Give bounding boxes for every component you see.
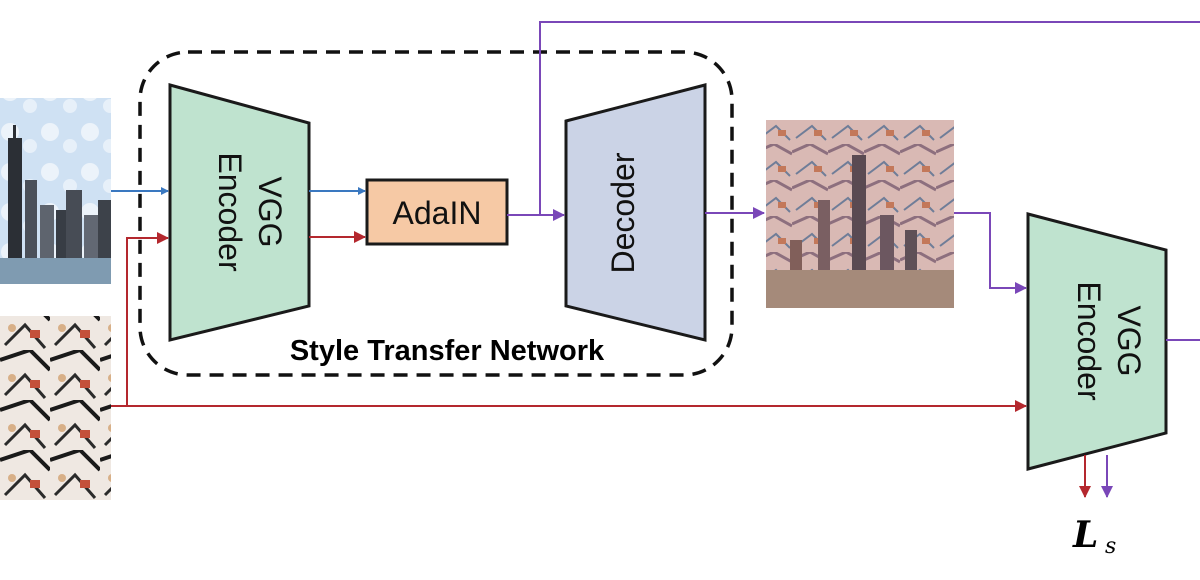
style-image <box>0 316 111 500</box>
content-image <box>0 98 111 284</box>
vgg-encoder-right-line1: VGG <box>1111 305 1147 376</box>
output-arrow-to-loss-encoder <box>954 212 1027 294</box>
adain-block <box>365 178 509 246</box>
style-transfer-network-label: Style Transfer Network <box>290 335 605 367</box>
vgg-encoder-left-line2: Encoder <box>212 152 248 272</box>
decoder-block <box>564 83 707 342</box>
adain-label: AdaIN <box>393 195 482 231</box>
loss-symbol: L <box>1072 514 1098 556</box>
vgg-encoder-left <box>168 83 311 342</box>
style-arrow-to-encoder <box>126 232 169 406</box>
vgg-encoder-right <box>1026 212 1168 471</box>
vgg-encoder-right-line2: Encoder <box>1071 281 1107 401</box>
vgg-encoder-left-line1: VGG <box>252 176 288 247</box>
stylized-output-image <box>766 120 954 308</box>
decoder-label: Decoder <box>605 152 641 273</box>
adain-skip-line <box>539 21 1200 215</box>
style-loss-symbol: L s <box>1072 514 1116 559</box>
loss-subscript: s <box>1105 534 1116 559</box>
